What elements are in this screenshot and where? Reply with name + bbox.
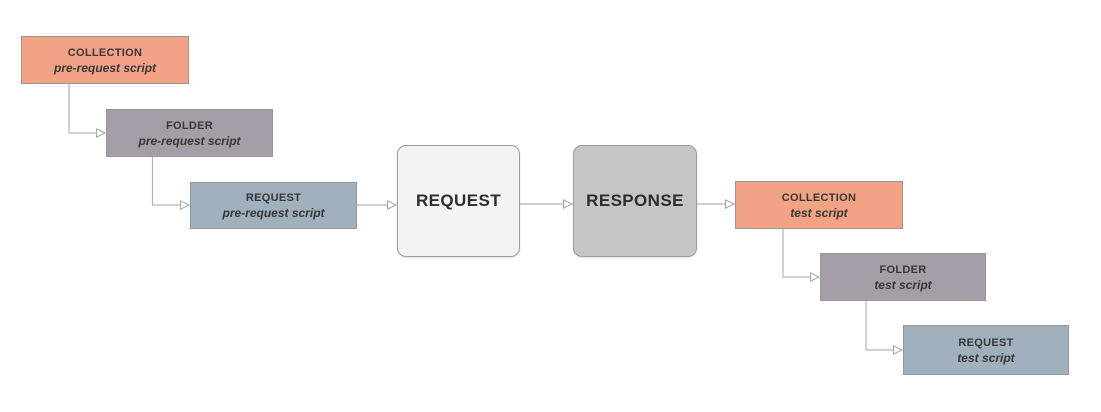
node-label: REQUEST <box>958 336 1014 349</box>
node-collection-test-script: COLLECTION test script <box>735 181 903 229</box>
node-sublabel: test script <box>790 205 848 220</box>
arrowhead-icon <box>96 127 107 139</box>
node-label: COLLECTION <box>67 46 143 59</box>
node-sublabel: pre-request script <box>138 133 241 148</box>
node-collection-pre-request-script: COLLECTION pre-request script <box>21 36 189 84</box>
node-request-stage: REQUEST <box>397 145 520 257</box>
node-sublabel: test script <box>957 350 1015 365</box>
arrowhead-icon <box>725 198 736 210</box>
node-folder-test-script: FOLDER test script <box>820 253 986 301</box>
node-request-pre-request-script: REQUEST pre-request script <box>190 182 357 229</box>
connector-folder-test-to-request-test <box>865 301 904 356</box>
node-label: REQUEST <box>245 192 302 204</box>
node-label: FOLDER <box>879 263 927 276</box>
arrowhead-icon <box>563 198 574 210</box>
node-sublabel: pre-request script <box>222 206 325 220</box>
arrowhead-icon <box>180 199 191 211</box>
connector-request-pre-to-request <box>357 199 398 211</box>
connector-collection-test-to-folder-test <box>782 229 821 283</box>
arrowhead-icon <box>387 199 398 211</box>
node-label: FOLDER <box>165 119 214 132</box>
arrowhead-icon <box>810 271 821 283</box>
node-label: COLLECTION <box>781 191 857 204</box>
node-sublabel: test script <box>874 277 932 292</box>
node-label: RESPONSE <box>586 191 684 210</box>
node-label: REQUEST <box>416 191 501 210</box>
arrowhead-icon <box>893 344 904 356</box>
node-response-stage: RESPONSE <box>573 145 697 257</box>
connector-collection-pre-to-folder-pre <box>68 84 107 139</box>
connector-response-to-collection-test <box>697 198 736 210</box>
node-folder-pre-request-script: FOLDER pre-request script <box>106 109 273 157</box>
node-sublabel: pre-request script <box>53 60 157 75</box>
connector-folder-pre-to-request-pre <box>151 157 191 211</box>
connector-request-to-response <box>520 198 574 210</box>
node-request-test-script: REQUEST test script <box>903 325 1069 375</box>
